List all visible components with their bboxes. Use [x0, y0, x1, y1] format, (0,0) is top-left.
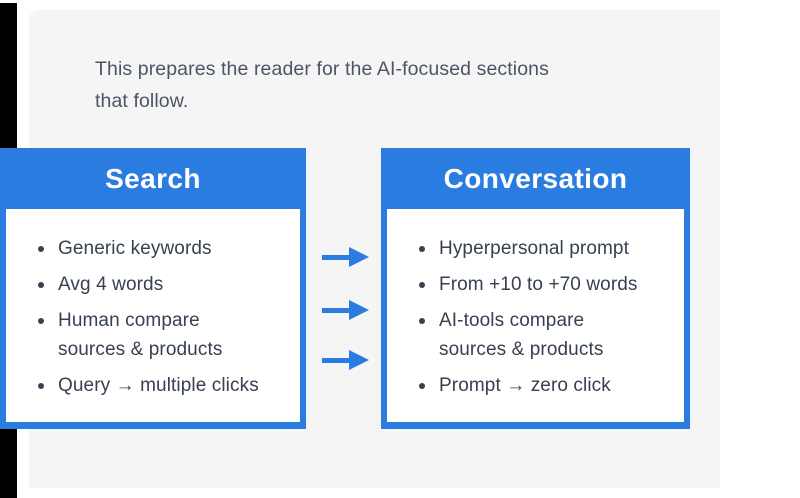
intro-text: This prepares the reader for the AI-focu…	[95, 58, 549, 112]
arrow-shaft	[322, 308, 351, 313]
list-item: Prompt → zero click	[419, 371, 674, 400]
conversation-box-title: Conversation	[381, 148, 690, 209]
list-item: From +10 to +70 words	[419, 270, 674, 299]
list-item: AI-tools compare sources & products	[419, 306, 674, 364]
arrow-shaft	[322, 255, 351, 260]
arrow-head	[349, 350, 369, 370]
arrow-shaft	[322, 358, 351, 363]
right-arrow-icon	[322, 350, 369, 371]
list-item: Query → multiple clicks	[38, 371, 290, 400]
search-box-title: Search	[0, 148, 306, 209]
arrow-head	[349, 300, 369, 320]
list-item: Avg 4 words	[38, 270, 290, 299]
list-item: Generic keywords	[38, 234, 290, 263]
right-arrow-icon	[322, 247, 369, 268]
list-item: Hyperpersonal prompt	[419, 234, 674, 263]
right-arrow-icon	[322, 300, 369, 321]
arrow-head	[349, 247, 369, 267]
list-item: Human compare sources & products	[38, 306, 290, 364]
